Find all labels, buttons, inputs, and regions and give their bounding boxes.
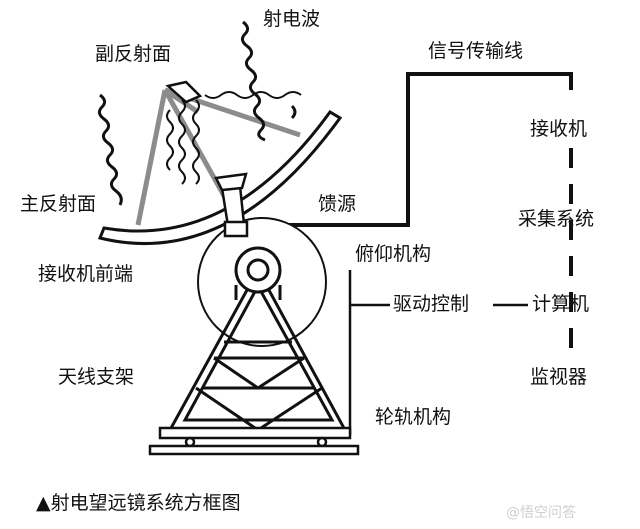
label-drive: 驱动控制 [393, 293, 470, 315]
pivot-inner [246, 258, 270, 282]
label-signal-line: 信号传输线 [428, 40, 524, 62]
label-track: 轮轨机构 [375, 406, 452, 428]
label-elevation: 俯仰机构 [355, 243, 432, 265]
label-radio-wave: 射电波 [263, 8, 321, 30]
figure-caption: ▲射电望远镜系统方框图 [36, 494, 241, 513]
label-acquisition: 采集系统 [518, 208, 595, 230]
label-sub-reflector: 副反射面 [95, 43, 172, 65]
label-receiver: 接收机 [530, 118, 588, 140]
label-monitor: 监视器 [530, 366, 588, 388]
radio-waves [97, 20, 297, 206]
antenna-mount [167, 266, 348, 432]
label-feed: 馈源 [318, 193, 357, 215]
support-struts [135, 87, 301, 226]
watermark: @悟空问答 [506, 505, 576, 521]
label-mount: 天线支架 [58, 366, 135, 388]
signal-line [272, 72, 573, 227]
label-frontend: 接收机前端 [38, 263, 134, 285]
reflected-waves [166, 91, 302, 185]
drive-control-line [348, 270, 528, 435]
caption-text: 射电望远镜系统方框图 [50, 492, 241, 514]
main-reflector [97, 110, 343, 246]
pivot-bracket [234, 285, 282, 300]
label-computer: 计算机 [532, 293, 590, 315]
label-main-reflector: 主反射面 [20, 193, 97, 215]
track-base [148, 426, 360, 456]
caption-marker: ▲ [36, 492, 51, 514]
sub-reflector [165, 80, 203, 104]
receiver-frontend-block [223, 220, 249, 238]
